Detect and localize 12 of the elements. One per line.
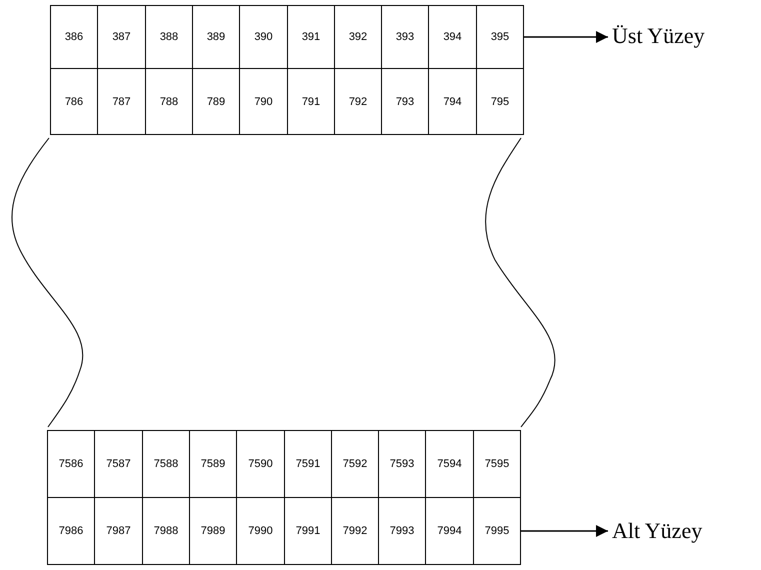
table-cell: 7586 bbox=[47, 430, 95, 498]
table-cell: 395 bbox=[476, 5, 524, 69]
table-cell: 795 bbox=[476, 68, 524, 135]
table-cell: 7595 bbox=[473, 430, 521, 498]
table-cell: 386 bbox=[50, 5, 98, 69]
arrow bbox=[521, 525, 608, 537]
surface-label: Alt Yüzey bbox=[612, 518, 702, 544]
table-cell: 7995 bbox=[473, 497, 521, 565]
arrow bbox=[524, 31, 608, 43]
table-cell: 7986 bbox=[47, 497, 95, 565]
table-cell: 786 bbox=[50, 68, 98, 135]
surface-label: Üst Yüzey bbox=[612, 23, 705, 49]
